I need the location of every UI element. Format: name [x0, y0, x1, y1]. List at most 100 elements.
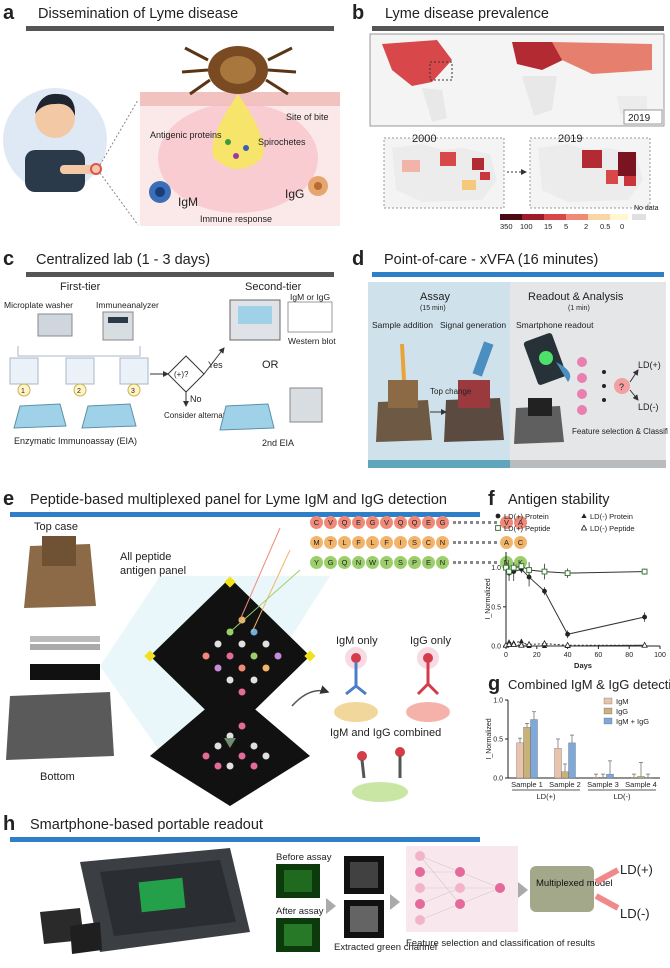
- peptide-residue: L: [338, 536, 351, 549]
- peptide-residue: Q: [408, 516, 421, 529]
- legend-label: IgG: [616, 707, 628, 716]
- panel-e-title: Peptide-based multiplexed panel for Lyme…: [30, 492, 447, 508]
- panel-g-title: Combined IgM & IgG detection: [508, 677, 670, 692]
- peptide-residue: T: [380, 556, 393, 569]
- europe: [512, 42, 567, 70]
- peptide-residue: F: [380, 536, 393, 549]
- washer-device: [37, 313, 73, 337]
- scale-0-5: 0.5: [600, 222, 610, 230]
- data-point: [518, 638, 524, 644]
- consider-label: Consider alternative diagnosis: [164, 411, 271, 420]
- immunoanalyzer-device: [102, 311, 134, 341]
- peptide-residue: C: [514, 536, 527, 549]
- bite-mark: [90, 163, 102, 175]
- peptide-residue: G: [324, 556, 337, 569]
- immune-response-label: Immune response: [200, 214, 272, 224]
- prevalence-maps: 2019 2000 2019 350 100 15 5 2 0.5 0 No d…: [369, 33, 665, 230]
- north-america: [382, 40, 452, 86]
- panel-e-bar: [10, 512, 480, 517]
- peptide-residue: T: [324, 536, 337, 549]
- x-tick-label: 0: [504, 652, 508, 659]
- x-tick-label: 100: [654, 652, 666, 659]
- bottom-case: [6, 692, 114, 760]
- bar: [554, 748, 562, 779]
- peptide-residue: W: [366, 556, 379, 569]
- data-point: [495, 525, 501, 531]
- array-spots-bottom: [202, 722, 270, 770]
- peptide-residue: E: [352, 516, 365, 529]
- sample-addition-label: Sample addition: [372, 320, 433, 330]
- peptide-sequences: CVQEGVQQEGVAMTLFLFISCNACYGQNWTSPENNK: [310, 514, 528, 574]
- bar: [523, 727, 531, 779]
- data-point: [503, 564, 509, 571]
- after-assay-label: After assay: [276, 906, 324, 917]
- panel-b-bar: [372, 26, 664, 31]
- site-of-bite-label: Site of bite: [286, 112, 329, 122]
- category-label: Sample 3: [587, 780, 619, 789]
- stacked-membrane: [30, 664, 100, 680]
- x-tick-label: 80: [625, 652, 633, 659]
- ld-negative-label: LD(-): [638, 402, 659, 412]
- data-point: [641, 568, 648, 575]
- step-1: 1: [21, 388, 25, 395]
- igm-label: IgM: [178, 195, 198, 209]
- step-2: 2: [77, 388, 81, 395]
- peptide-residue: M: [310, 536, 323, 549]
- igm-igg-label: IgM or IgG: [290, 292, 330, 302]
- peptide-residue: V: [500, 516, 513, 529]
- bar: [561, 771, 569, 779]
- bar: [599, 777, 607, 779]
- panel-d-title: Point-of-care - xVFA (16 minutes): [384, 252, 599, 268]
- vfa-device-2: [444, 398, 504, 442]
- assay-time: (15 min): [420, 305, 446, 312]
- tick-legs: [181, 46, 297, 96]
- western-blot-label: Western blot: [288, 336, 336, 346]
- array-spots-top: [202, 616, 282, 696]
- extracted-label: Extracted green channel: [334, 942, 437, 953]
- panel-f-title: Antigen stability: [508, 492, 610, 508]
- panel-c-bar: [26, 272, 334, 277]
- bar: [592, 777, 600, 779]
- peptide-residue: A: [514, 516, 527, 529]
- data-point: [495, 513, 501, 519]
- before-assay-label: Before assay: [276, 852, 332, 863]
- asia: [552, 42, 652, 74]
- year-2000: 2000: [412, 133, 436, 145]
- yes-label: Yes: [208, 360, 223, 370]
- eia-label: Enzymatic Immunoassay (EIA): [14, 436, 137, 446]
- reader-window: [138, 877, 186, 913]
- data-point: [565, 631, 570, 637]
- data-point: [525, 640, 533, 647]
- second-tier-label: Second-tier: [245, 281, 302, 293]
- category-label: Sample 4: [625, 780, 657, 789]
- person-arm: [60, 165, 100, 174]
- data-point: [564, 570, 571, 577]
- feature-label: Feature selection and classification of …: [406, 938, 595, 949]
- y-tick-label: 0.0: [491, 644, 501, 651]
- panel-a-bar: [26, 26, 334, 31]
- panel-d-letter: d: [352, 248, 365, 270]
- scale-5: 5: [564, 222, 568, 230]
- person-hair: [35, 93, 76, 116]
- peptide-residue: G: [436, 516, 449, 529]
- neural-net-edges: [419, 855, 501, 921]
- legend-label: IgM: [616, 697, 629, 706]
- legend-swatch: [603, 697, 613, 705]
- data-point: [581, 513, 587, 518]
- peptide-residue: V: [324, 516, 337, 529]
- immuno-label: Immuneanalyzer: [96, 300, 159, 310]
- eia-plate-2nd: [219, 403, 275, 431]
- peptide-dots: [453, 541, 497, 544]
- data-point: [526, 567, 533, 573]
- top-change-label: Top change: [430, 387, 472, 396]
- bar: [516, 742, 524, 779]
- igg-substrate: [406, 702, 450, 722]
- data-point: [510, 640, 517, 647]
- panel-h-title: Smartphone-based portable readout: [30, 817, 263, 833]
- peptide-dots: [453, 561, 497, 564]
- decision-label: (+)?: [174, 370, 189, 379]
- peptide-residue: F: [352, 536, 365, 549]
- question-mark: ?: [619, 382, 624, 392]
- eia-plate-2: [81, 403, 137, 429]
